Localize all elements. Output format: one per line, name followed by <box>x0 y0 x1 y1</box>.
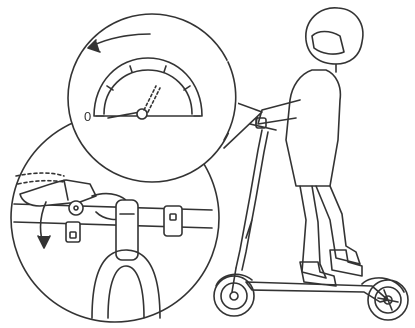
rider-torso <box>286 70 340 186</box>
scooter-deck <box>246 282 388 302</box>
scooter-stem <box>236 130 262 268</box>
rider <box>256 8 363 286</box>
electric-scooter <box>214 118 408 320</box>
scooter-handlebar <box>250 124 276 130</box>
speedometer-callout: 0 <box>68 14 262 182</box>
rider-leg-back <box>316 186 360 264</box>
helmet-icon <box>306 8 363 64</box>
rider-boot-front <box>300 262 336 286</box>
speedometer-zero-label: 0 <box>84 109 91 124</box>
rider-arm <box>258 100 300 124</box>
